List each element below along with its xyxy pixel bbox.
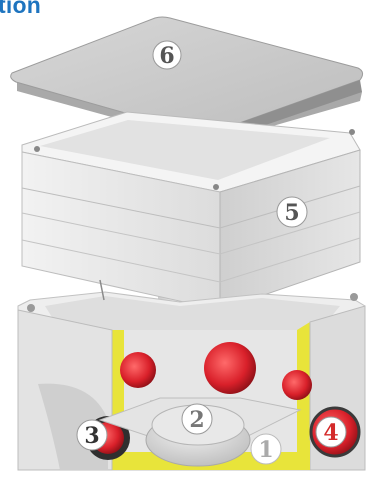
cable-gland-left-wall	[120, 352, 156, 388]
callout-lid: 6	[153, 41, 181, 69]
callout-frame: 5	[277, 197, 307, 227]
enclosure-frame	[22, 112, 360, 310]
cable-gland-right-wall	[282, 370, 312, 400]
svg-text:5: 5	[284, 200, 299, 226]
svg-text:3: 3	[84, 423, 99, 449]
callout-base-edge: 1	[251, 434, 281, 464]
svg-text:1: 1	[258, 437, 273, 463]
svg-text:6: 6	[159, 43, 174, 69]
callout-gland-right: 4	[316, 417, 346, 447]
callout-gland-left: 3	[77, 420, 107, 450]
enclosure-base	[18, 280, 365, 470]
svg-text:2: 2	[189, 407, 204, 433]
svg-text:4: 4	[323, 420, 338, 446]
cable-gland-back-wall	[204, 342, 256, 394]
callout-center-cap: 2	[182, 404, 212, 434]
